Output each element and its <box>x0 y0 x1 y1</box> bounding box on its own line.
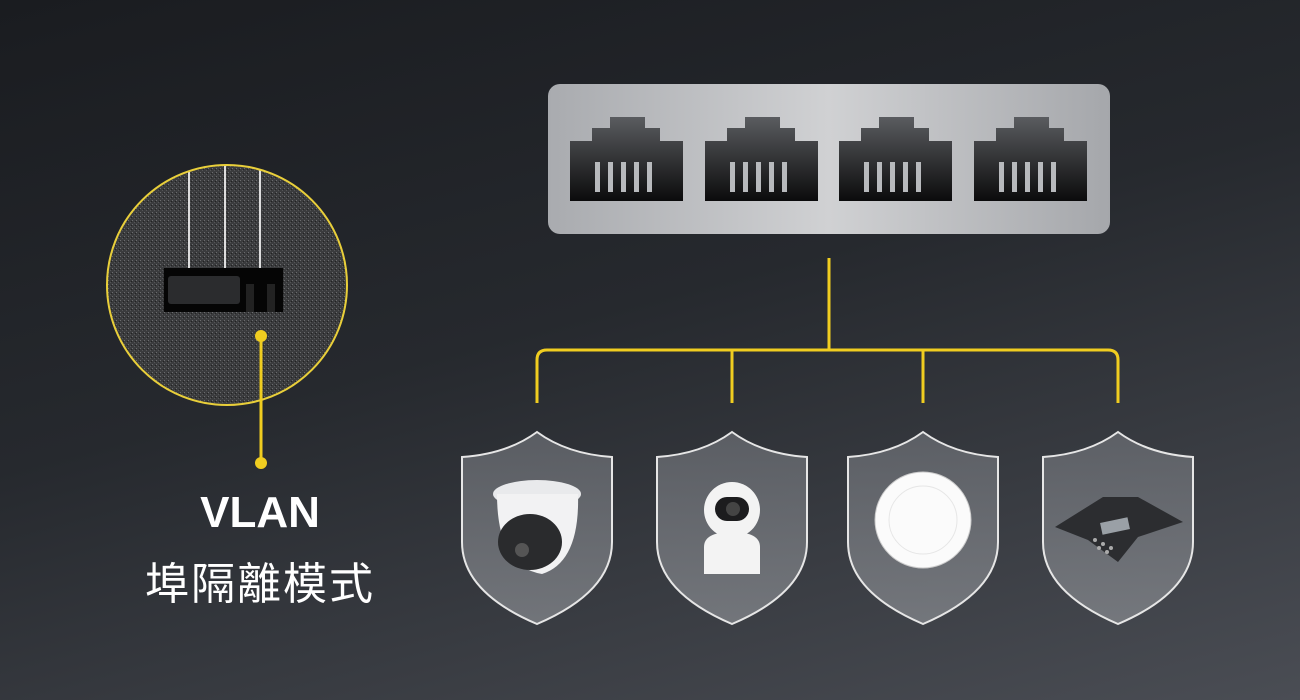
device-shield-access-point <box>847 431 999 625</box>
toggle-slider <box>168 276 240 304</box>
device-shield-dome-camera <box>461 431 613 625</box>
indoor-camera-icon <box>704 482 760 574</box>
vlan-switch-closeup <box>106 164 348 406</box>
access-point-icon <box>874 471 972 569</box>
device-shield-pan-tilt-camera <box>656 431 808 625</box>
switch-panel <box>548 84 1110 234</box>
device-shield-conference-phone <box>1042 431 1194 625</box>
dome-camera-icon <box>493 480 581 574</box>
connection-lines <box>535 258 1120 403</box>
port-isolation-mode-label: 埠隔離模式 <box>145 559 375 610</box>
conference-phone-icon <box>1055 497 1183 562</box>
vlan-title: VLAN <box>200 488 320 537</box>
callout-line <box>255 330 267 469</box>
